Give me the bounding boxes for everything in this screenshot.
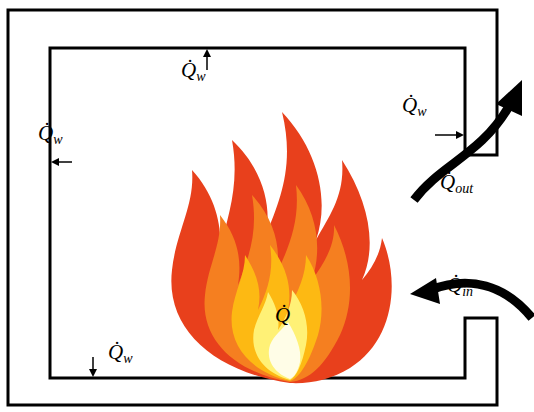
flame [171, 112, 391, 383]
heat-flow-label: Q̇w [38, 123, 63, 147]
heat-flow-label: Q̇w [402, 95, 427, 119]
flow-arrow [410, 80, 532, 318]
heat-flow-label: Q̇in [447, 275, 473, 299]
wall-heat-arrow [53, 51, 462, 375]
heat-flow-label: Q̇w [108, 342, 133, 366]
room-wall [8, 10, 497, 405]
heat-flow-label: Q̇w [181, 60, 206, 84]
heat-flow-label: Q̇out [440, 172, 473, 196]
heat-flow-label: Q̇ [275, 305, 290, 326]
